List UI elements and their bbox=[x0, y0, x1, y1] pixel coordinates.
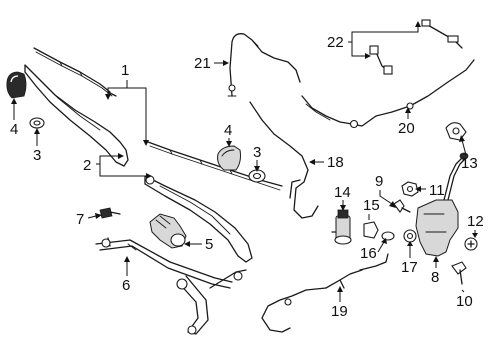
callout-4-left: 4 bbox=[10, 121, 18, 138]
callout-6: 6 bbox=[122, 277, 130, 294]
wiper-blade-upper bbox=[33, 47, 117, 97]
pivot-cap-left bbox=[6, 71, 27, 99]
filler-cap bbox=[445, 122, 467, 141]
washer-pump bbox=[331, 209, 352, 245]
pump-grommet bbox=[363, 221, 379, 239]
callout-10: 10 bbox=[456, 293, 473, 310]
level-sensor bbox=[451, 261, 467, 285]
pivot-nut-left bbox=[29, 117, 45, 129]
callout-12: 12 bbox=[467, 213, 484, 230]
washer-hose-bottom bbox=[261, 253, 389, 333]
wiper-blade-lower bbox=[147, 141, 283, 191]
reservoir-screw bbox=[464, 237, 478, 251]
pump-seal-upper bbox=[381, 231, 395, 241]
callout-15: 15 bbox=[363, 197, 380, 214]
callout-21: 21 bbox=[194, 55, 211, 72]
callout-17: 17 bbox=[401, 259, 418, 276]
rear-washer-hose bbox=[301, 59, 475, 129]
callout-19: 19 bbox=[331, 303, 348, 320]
callout-14: 14 bbox=[334, 184, 351, 201]
hose-connectors bbox=[369, 19, 463, 75]
callout-22: 22 bbox=[327, 34, 344, 51]
callout-13: 13 bbox=[461, 155, 478, 172]
callout-3-right: 3 bbox=[253, 144, 261, 161]
callout-4-right: 4 bbox=[224, 122, 232, 139]
reservoir-bolt bbox=[393, 199, 411, 213]
washer-hose-lower bbox=[249, 101, 319, 219]
callout-9: 9 bbox=[375, 173, 383, 190]
callout-1: 1 bbox=[121, 62, 129, 79]
callout-7: 7 bbox=[76, 211, 84, 228]
callout-11: 11 bbox=[429, 182, 445, 199]
mounting-bolt bbox=[99, 207, 121, 219]
callout-3-left: 3 bbox=[33, 147, 41, 164]
callout-16: 16 bbox=[360, 245, 377, 262]
wiper-linkage bbox=[95, 237, 247, 335]
reservoir-nut bbox=[401, 181, 419, 197]
washer-hose-upper bbox=[227, 33, 301, 97]
wiper-arm-upper bbox=[24, 64, 129, 167]
pump-seal-lower bbox=[403, 229, 417, 243]
callout-8: 8 bbox=[431, 269, 439, 286]
washer-reservoir bbox=[415, 152, 469, 257]
pivot-cap-right bbox=[217, 145, 241, 171]
callout-20: 20 bbox=[398, 120, 415, 137]
callout-18: 18 bbox=[327, 154, 344, 171]
wiper-motor bbox=[149, 213, 187, 249]
callout-5: 5 bbox=[205, 236, 213, 253]
callout-2: 2 bbox=[83, 157, 91, 174]
